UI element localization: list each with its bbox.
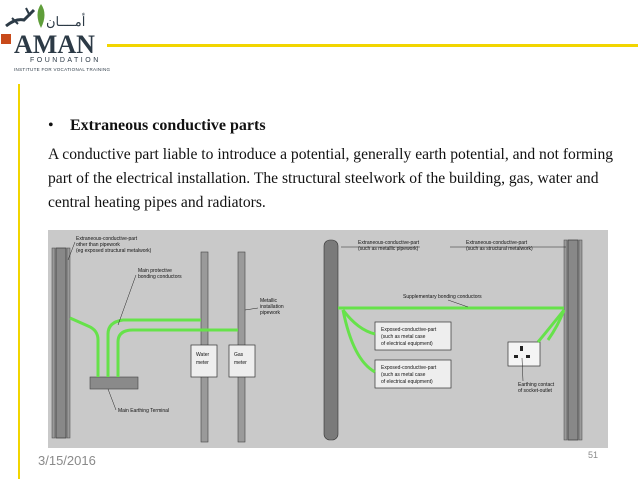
left-extraneous-label-1: Extraneous-conductive-part xyxy=(76,236,138,242)
logo-name: AMAN xyxy=(14,30,95,59)
water-meter-label-1: Water xyxy=(196,352,209,358)
water-meter xyxy=(190,344,218,378)
left-extraneous-label-3: (eg exposed structural metalwork) xyxy=(76,248,152,254)
main-earthing-label: Main Earthing Terminal xyxy=(118,408,169,414)
aman-foundation-logo: أمــــان AMAN FOUNDATION INSTITUTE FOR V… xyxy=(0,0,112,84)
main-bonding-conductors xyxy=(69,316,238,377)
right-pipework-label-1: Extraneous-conductive-part xyxy=(358,240,420,246)
left-bonding-label-1: Main protective xyxy=(138,268,172,274)
right-pipework-label-2: (such as metallic pipework) xyxy=(358,246,419,252)
water-meter-label-2: meter xyxy=(196,360,209,366)
logo-emblem-icon xyxy=(5,7,36,28)
earthing-contact-label-1: Earthing contact xyxy=(518,382,555,388)
exposed1-label-1: Exposed-conductive-part xyxy=(381,327,437,333)
logo-arabic-text: أمــــان xyxy=(46,14,86,29)
bonding-diagram: Water meter Gas meter Extraneous-conduct… xyxy=(48,230,608,448)
socket-outlet xyxy=(507,341,541,367)
logo-mark-icon xyxy=(1,34,11,44)
exposed2-label-3: of electrical equipment) xyxy=(381,379,433,385)
metallic-pipework-label-3: pipework xyxy=(260,310,281,316)
gas-meter-label-1: Gas xyxy=(234,352,244,358)
structural-steel-beam-left xyxy=(55,247,67,439)
supplementary-bonding-conductors xyxy=(338,306,566,374)
left-extraneous-label-2: other than pipework xyxy=(76,242,120,248)
logo-institute: INSTITUTE FOR VOCATIONAL TRAINING xyxy=(14,67,111,72)
slide-date: 3/15/2016 xyxy=(38,453,96,468)
exposed-part-box-2 xyxy=(374,359,452,389)
exposed-part-box-1 xyxy=(374,321,452,351)
definition-paragraph: A conductive part liable to introduce a … xyxy=(48,146,614,211)
exposed2-label-2: (such as metal case xyxy=(381,372,426,378)
logo-subtitle: FOUNDATION xyxy=(30,57,101,64)
earthing-contact-label-2: of socket-outlet xyxy=(518,388,553,394)
slide-number: 51 xyxy=(588,450,599,460)
gas-meter-label-2: meter xyxy=(234,360,247,366)
main-earthing-terminal xyxy=(89,376,139,390)
gas-meter xyxy=(228,344,256,378)
bullet-heading: • Extraneous conductive parts xyxy=(48,117,266,135)
supplementary-label: Supplementary bonding conductors xyxy=(403,294,482,300)
header-accent-line xyxy=(107,44,638,47)
metallic-pipework-right xyxy=(323,239,339,441)
bullet-symbol: • xyxy=(48,117,54,134)
left-bonding-label-2: bonding conductors xyxy=(138,274,182,280)
structural-steel-beam-right xyxy=(567,239,579,441)
logo-leaf-icon xyxy=(37,4,45,28)
heading-text: Extraneous conductive parts xyxy=(70,117,266,134)
exposed1-label-3: of electrical equipment) xyxy=(381,341,433,347)
right-structural-label-2: (such as structural metalwork) xyxy=(466,246,533,252)
exposed2-label-1: Exposed-conductive-part xyxy=(381,365,437,371)
metallic-pipework-label-1: Metallic xyxy=(260,298,277,304)
metallic-pipework-label-2: installation xyxy=(260,304,284,310)
right-structural-label-1: Extraneous-conductive-part xyxy=(466,240,528,246)
exposed1-label-2: (such as metal case xyxy=(381,334,426,340)
side-accent-line xyxy=(18,84,20,479)
